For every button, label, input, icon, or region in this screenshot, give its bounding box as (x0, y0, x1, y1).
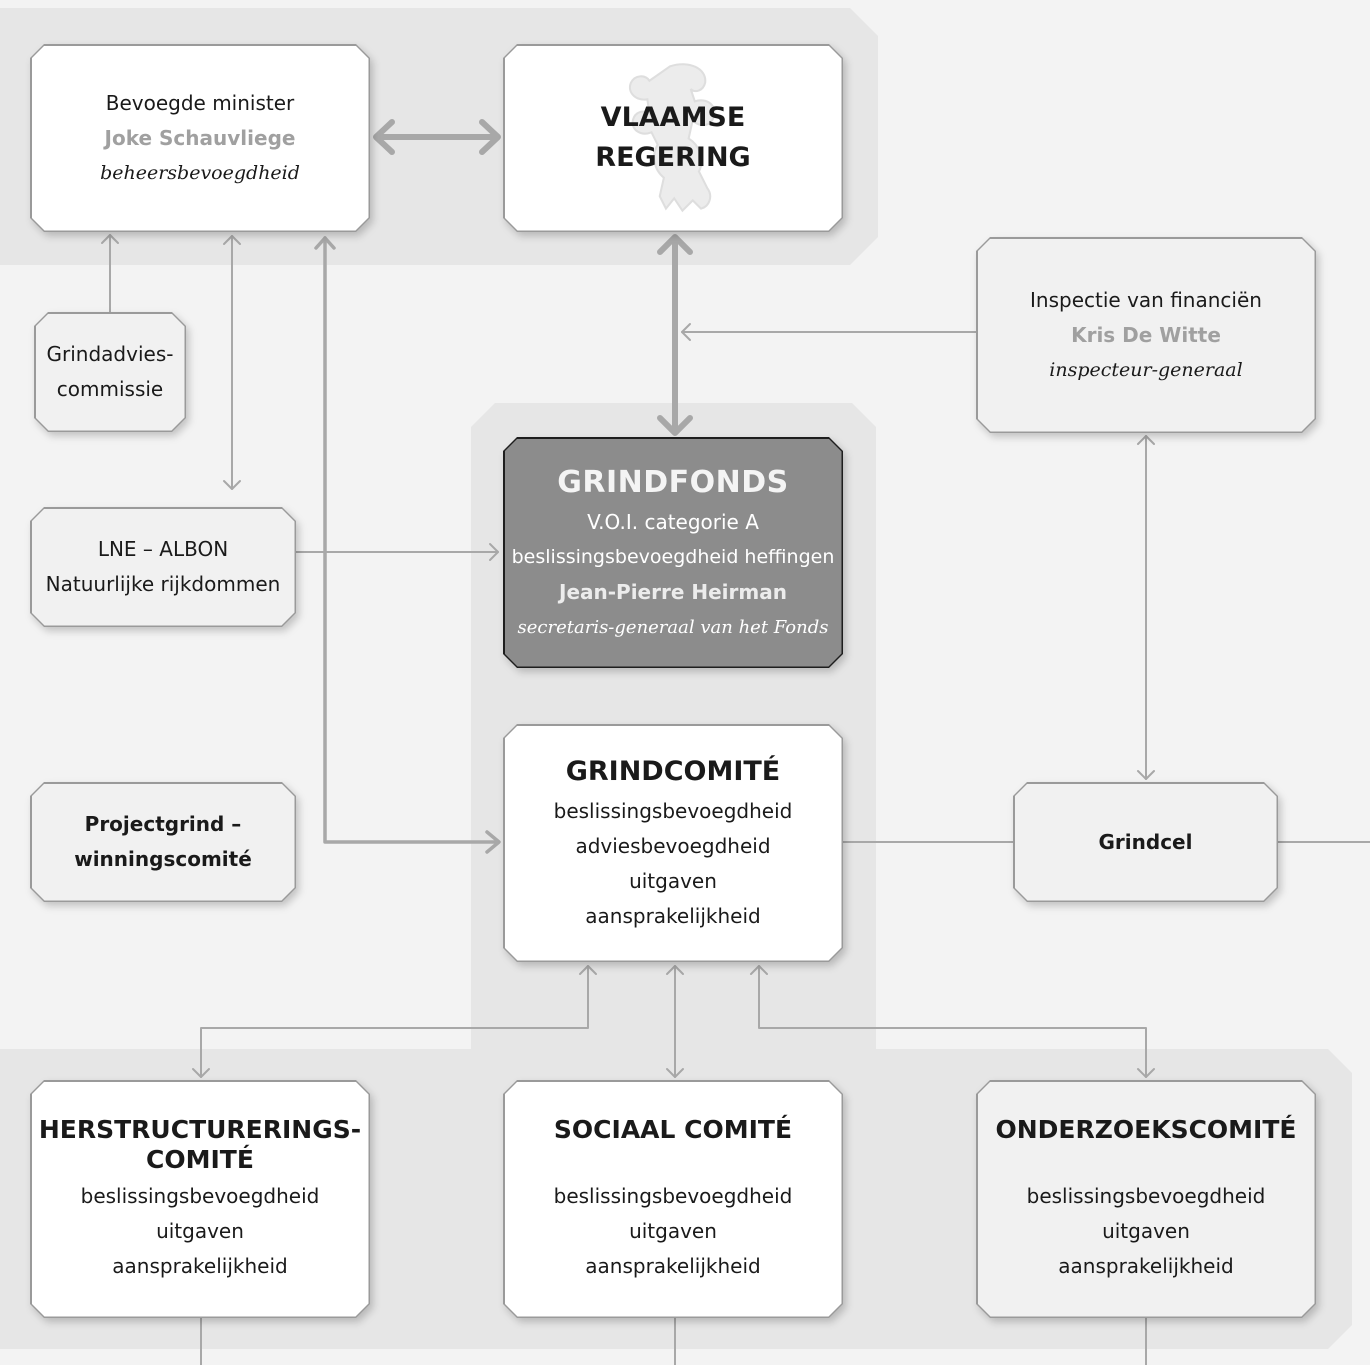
projectgrind-line1: Projectgrind – (84, 812, 242, 836)
grindcomite-box[interactable]: GRINDCOMITÉ beslissingsbevoegdheid advie… (503, 724, 843, 962)
minister-regering-arrow (373, 119, 501, 155)
grindfonds-line2: beslissingsbevoegdheid heffingen (511, 545, 835, 568)
grindadvies-line1: Grindadvies- (46, 342, 174, 366)
projectgrind-box-wrap: Projectgrind – winningscomité (30, 782, 296, 902)
herstructurering-item: beslissingsbevoegdheid (80, 1183, 320, 1208)
grindcel-label: Grindcel (1098, 829, 1193, 854)
grindcomite-title: GRINDCOMITÉ (565, 756, 781, 787)
grindfonds-line1: V.O.I. categorie A (587, 509, 759, 534)
onderzoek-box[interactable]: ONDERZOEKSCOMITÉ beslissingsbevoegdheid … (976, 1080, 1316, 1318)
flemish-lion-icon (603, 56, 733, 221)
sociaal-box[interactable]: SOCIAAL COMITÉ beslissingsbevoegdheid ui… (503, 1080, 843, 1318)
inspectie-box[interactable]: Inspectie van financiën Kris De Witte in… (976, 237, 1316, 433)
grindcomite-item: adviesbevoegdheid (575, 834, 771, 858)
lne-grindfonds-arrow (295, 543, 499, 561)
minister-title: Bevoegde minister (105, 90, 295, 115)
onderzoek-box-wrap: ONDERZOEKSCOMITÉ beslissingsbevoegdheid … (976, 1080, 1316, 1318)
regering-grindfonds-arrow (657, 234, 693, 436)
regering-line1: VLAAMSE (600, 102, 746, 133)
grindadvies-box-wrap: Grindadvies- commissie (34, 312, 186, 432)
bottom-exit-lines (200, 1317, 1147, 1365)
minister-name: Joke Schauvliege (104, 125, 296, 150)
herstructurering-title1: HERSTRUCTURERINGS- (38, 1114, 362, 1144)
sociaal-item: uitgaven (629, 1218, 717, 1243)
grindcel-box[interactable]: Grindcel (1013, 782, 1278, 902)
grindfonds-title: GRINDFONDS (557, 464, 789, 500)
projectgrind-line2: winningscomité (74, 847, 252, 871)
projectgrind-box[interactable]: Projectgrind – winningscomité (30, 782, 296, 902)
inspectie-arrow (681, 323, 979, 341)
herstructurering-box[interactable]: HERSTRUCTURERINGS- COMITÉ beslissingsbev… (30, 1080, 370, 1318)
grindfonds-role: secretaris-generaal van het Fonds (517, 616, 829, 638)
herstructurering-item: uitgaven (156, 1218, 244, 1243)
grindcomite-item: aansprakelijkheid (585, 904, 761, 928)
grindcomite-herstructurering-arrow (192, 965, 597, 1078)
sociaal-item: aansprakelijkheid (585, 1253, 761, 1278)
regering-line2: REGERING (595, 142, 751, 173)
lne-box-wrap: LNE – ALBON Natuurlijke rijkdommen (30, 507, 296, 627)
sociaal-title: SOCIAAL COMITÉ (553, 1114, 793, 1144)
onderzoek-item: beslissingsbevoegdheid (1026, 1183, 1266, 1208)
grindcomite-item: uitgaven (629, 869, 717, 893)
lne-line2: Natuurlijke rijkdommen (45, 572, 281, 596)
grindcomite-onderzoek-arrow (750, 965, 1155, 1078)
lne-line1: LNE – ALBON (97, 537, 229, 561)
minister-box[interactable]: Bevoegde minister Joke Schauvliege behee… (30, 44, 370, 232)
grindcomite-sociaal-arrow (666, 965, 684, 1078)
minister-lne-arrow (223, 235, 241, 490)
regering-box-wrap: VLAAMSE REGERING (503, 44, 843, 232)
grindcel-box-wrap: Grindcel (1013, 782, 1278, 902)
grindcomite-box-wrap: GRINDCOMITÉ beslissingsbevoegdheid advie… (503, 724, 843, 962)
onderzoek-title: ONDERZOEKSCOMITÉ (995, 1114, 1297, 1144)
onderzoek-item: aansprakelijkheid (1058, 1253, 1234, 1278)
grindadvies-box[interactable]: Grindadvies- commissie (34, 312, 186, 432)
inspectie-role: inspecteur-generaal (1049, 358, 1243, 381)
inspectie-grindcel-arrow (1137, 435, 1155, 780)
herstructurering-title2: COMITÉ (146, 1144, 254, 1174)
grindadvies-line2: commissie (56, 377, 164, 401)
inspectie-name: Kris De Witte (1071, 322, 1221, 347)
regering-box[interactable]: VLAAMSE REGERING (503, 44, 843, 232)
minister-role: beheersbevoegdheid (100, 161, 300, 184)
sociaal-item: beslissingsbevoegdheid (553, 1183, 793, 1208)
lne-box[interactable]: LNE – ALBON Natuurlijke rijkdommen (30, 507, 296, 627)
minister-box-wrap: Bevoegde minister Joke Schauvliege behee… (30, 44, 370, 232)
grindfonds-name: Jean-Pierre Heirman (559, 579, 787, 604)
grindcomite-item: beslissingsbevoegdheid (553, 799, 793, 823)
inspectie-title: Inspectie van financiën (1030, 287, 1262, 312)
minister-grindcomite-arrow (314, 236, 501, 854)
inspectie-box-wrap: Inspectie van financiën Kris De Witte in… (976, 237, 1316, 433)
grindfonds-box[interactable]: GRINDFONDS V.O.I. categorie A beslissing… (503, 437, 843, 668)
grindadvies-minister-arrow (101, 234, 119, 313)
sociaal-box-wrap: SOCIAAL COMITÉ beslissingsbevoegdheid ui… (503, 1080, 843, 1318)
grindfonds-box-wrap: GRINDFONDS V.O.I. categorie A beslissing… (503, 437, 843, 668)
herstructurering-item: aansprakelijkheid (112, 1253, 288, 1278)
herstructurering-box-wrap: HERSTRUCTURERINGS- COMITÉ beslissingsbev… (30, 1080, 370, 1318)
onderzoek-item: uitgaven (1102, 1218, 1190, 1243)
